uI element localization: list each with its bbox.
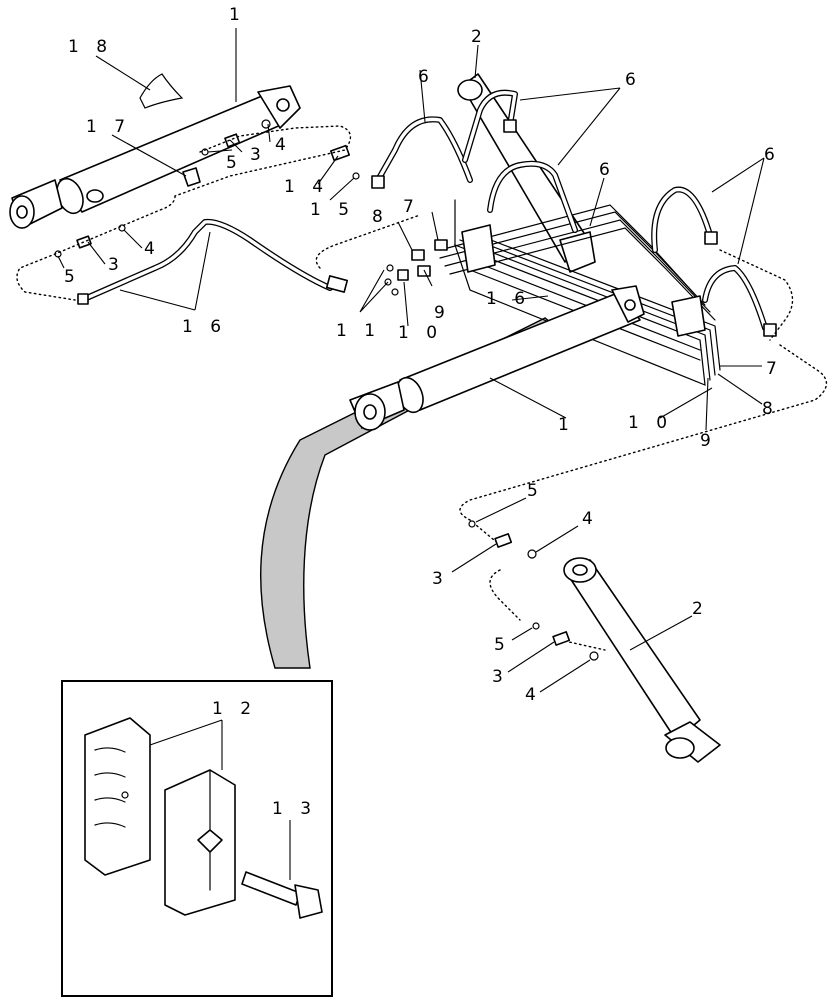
clamp-lower — [671, 295, 706, 337]
clamp-half-left — [84, 717, 151, 876]
callout-14: 1 4 — [284, 177, 329, 197]
callout-8b: 8 — [762, 399, 779, 419]
callout-4c: 4 — [582, 509, 599, 529]
callout-17: 1 7 — [86, 117, 131, 137]
tube-bundle — [439, 199, 721, 386]
callout-5b: 5 — [64, 267, 81, 287]
callout-7a: 7 — [403, 197, 420, 217]
callout-4d: 4 — [525, 685, 542, 705]
callout-3d: 3 — [492, 667, 509, 687]
callout-4b: 4 — [144, 239, 161, 259]
cylinder-2-upper — [457, 73, 596, 273]
pin-18 — [139, 73, 184, 109]
clamp-half-right — [164, 769, 236, 916]
assembly-line-upper-left — [16, 125, 421, 301]
callout-5a: 5 — [226, 153, 243, 173]
callout-13: 1 3 — [272, 799, 317, 819]
callout-labels: 1 1 8 1 7 5 3 4 4 3 5 1 6 1 4 1 5 2 6 6 … — [64, 5, 783, 819]
cylinder-upper-left — [9, 85, 301, 229]
callout-1b: 1 — [558, 415, 575, 435]
callout-10a: 1 0 — [398, 323, 443, 343]
callout-18: 1 8 — [68, 37, 113, 57]
callout-3a: 3 — [250, 145, 267, 165]
fitting-17 — [182, 167, 201, 187]
hose-16-left — [77, 218, 349, 305]
callout-5d: 5 — [494, 635, 511, 655]
callout-5c: 5 — [527, 481, 544, 501]
callout-16a: 1 6 — [182, 317, 227, 337]
callout-9a: 9 — [434, 303, 451, 323]
callout-15: 1 5 — [310, 200, 355, 220]
callout-9b: 9 — [700, 431, 717, 451]
callout-7b: 7 — [766, 359, 783, 379]
callout-2a: 2 — [471, 27, 488, 47]
callout-6b: 6 — [625, 70, 642, 90]
bolt-13 — [241, 871, 323, 919]
callout-16b: 1 6 — [486, 289, 531, 309]
fittings-lower — [468, 520, 599, 661]
callout-6c: 6 — [599, 160, 616, 180]
leader-lines — [57, 28, 765, 880]
callout-2b: 2 — [692, 599, 709, 619]
callout-6d: 6 — [764, 145, 781, 165]
cylinder-2-lower — [563, 557, 721, 763]
assembly-line-right — [459, 249, 828, 651]
cylinder-1-main — [349, 285, 645, 431]
clamp-upper — [461, 224, 496, 273]
callout-3c: 3 — [432, 569, 449, 589]
callout-12: 1 2 — [212, 699, 257, 719]
callout-3b: 3 — [108, 255, 125, 275]
hoses-6 — [375, 89, 768, 331]
callout-11: 1 1 — [336, 321, 381, 341]
callout-4a: 4 — [275, 135, 292, 155]
callout-6a: 6 — [418, 67, 435, 87]
callout-1a: 1 — [229, 5, 246, 25]
callout-8a: 8 — [372, 207, 389, 227]
callout-10b: 1 0 — [628, 413, 673, 433]
